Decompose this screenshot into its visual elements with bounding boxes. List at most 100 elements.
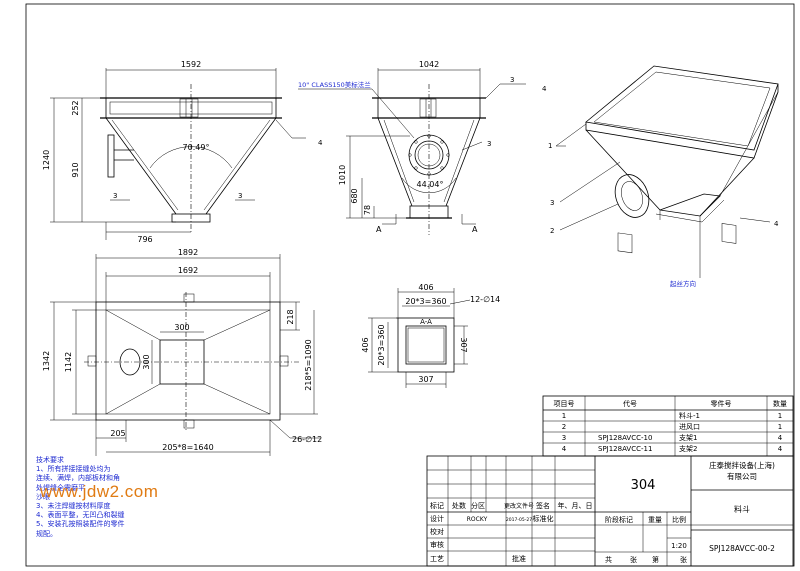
bom-header-part: 零件号 bbox=[711, 399, 732, 408]
plan-edge-205-dim: 205 bbox=[110, 429, 125, 438]
tb-row-label-zone: 分区 bbox=[471, 501, 485, 510]
side-view: 1042 10" CLASS150美标法兰 1010 680 78 44.04°… bbox=[298, 60, 547, 235]
bom-header-no: 项目号 bbox=[554, 400, 575, 408]
bom-row-3-part: 支架1 bbox=[679, 433, 697, 442]
front-weld-size: 4 bbox=[318, 139, 323, 147]
tb-date: 2017-05-27 bbox=[506, 517, 532, 523]
section-outer-width-dim: 406 bbox=[418, 283, 433, 292]
company-line-2: 有限公司 bbox=[727, 471, 757, 481]
iso-callout-3: 3 bbox=[550, 199, 554, 207]
section-title: A-A bbox=[420, 318, 432, 326]
bom-row-2-no: 2 bbox=[562, 423, 566, 431]
notes-line: 3、未注焊缝按材料厚度 bbox=[36, 502, 111, 511]
plan-holes-dim: 26-∅12 bbox=[292, 435, 322, 444]
bom-row-1-no: 1 bbox=[562, 412, 566, 420]
section-arrow-left: A bbox=[376, 225, 382, 234]
isometric-view: 1 3 2 4 起丝方向 bbox=[548, 65, 779, 288]
side-width-dim: 1042 bbox=[419, 60, 439, 69]
notes-line: 处焊缝全需磨平 bbox=[36, 483, 85, 492]
tb-weight-label: 重量 bbox=[648, 516, 662, 524]
plan-pitch-218-dim: 218*5=1090 bbox=[304, 339, 313, 390]
plan-edge-218-dim: 218 bbox=[286, 309, 295, 324]
bom-row-1-part: 料斗-1 bbox=[679, 411, 700, 420]
side-angle-dim: 44.04° bbox=[417, 180, 444, 189]
section-pitch-v-dim: 20*3=360 bbox=[377, 324, 386, 365]
tb-scale-label: 比例 bbox=[672, 515, 686, 524]
tb-std-label: 标准化 bbox=[533, 514, 554, 523]
plan-view: 1892 1692 1342 1142 300 300 218 218*5=10… bbox=[42, 248, 322, 456]
bom-row-2-part: 进风口 bbox=[679, 423, 700, 431]
tb-designer-label: 设计 bbox=[430, 514, 444, 523]
bom-row-1-qty: 1 bbox=[778, 412, 782, 420]
front-overall-height-dim: 1240 bbox=[42, 150, 51, 170]
tb-sheet-label-2: 张 bbox=[680, 555, 687, 564]
side-outlet-height-dim: 1010 bbox=[338, 165, 347, 185]
flange-label: 10" CLASS150美标法兰 bbox=[298, 80, 371, 89]
section-inner-v-dim: 307 bbox=[459, 337, 468, 352]
bom-row-2-qty: 1 bbox=[778, 423, 782, 431]
front-top-height-dim: 252 bbox=[71, 100, 80, 115]
bom-header-qty: 数量 bbox=[773, 399, 787, 408]
bom-row-4-part: 支架2 bbox=[679, 444, 697, 453]
bom-row-4-qty: 4 bbox=[778, 445, 783, 453]
tb-sheets-label: 共 bbox=[605, 555, 612, 564]
notes-line: 4、表面平整，无凹凸和裂缝 bbox=[36, 511, 125, 520]
iso-callout-2: 2 bbox=[550, 227, 554, 235]
front-view: 1592 1240 252 910 70.49° 4 3 3 796 bbox=[42, 60, 323, 244]
front-angle-dim: 70.49° bbox=[183, 143, 210, 152]
bom-table: 项目号 代号 零件号 数量 1 料斗-1 1 2 进风口 1 3 SPJ128A… bbox=[542, 395, 794, 457]
bom-row-4-no: 4 bbox=[562, 445, 567, 453]
tb-review-label: 审核 bbox=[430, 540, 444, 549]
notes-line: 规配。 bbox=[36, 529, 57, 538]
tb-row-label-file: 更改文件号 bbox=[504, 502, 534, 510]
company-line-1: 庄泰搅拌设备(上海) bbox=[709, 460, 775, 470]
front-bottom-dim: 796 bbox=[137, 235, 152, 244]
plan-pitch-205-dim: 205*8=1640 bbox=[162, 443, 213, 452]
drawing-number: SPJ128AVCC-00-2 bbox=[709, 544, 775, 553]
plan-outer-width-dim: 1892 bbox=[178, 248, 198, 257]
tb-sheet-label-1: 张 bbox=[630, 555, 637, 564]
material: 304 bbox=[631, 478, 656, 493]
section-arrow-right: A bbox=[472, 225, 478, 234]
section-holes-dim: 12-∅14 bbox=[470, 295, 500, 304]
notes-line: 沙眼 bbox=[36, 492, 50, 501]
iso-caption: 起丝方向 bbox=[670, 279, 696, 288]
notes-line: 连续、满焊，内部板材和角 bbox=[36, 474, 120, 483]
tb-approve-label: 批准 bbox=[512, 554, 526, 563]
section-pitch-h-dim: 20*3=360 bbox=[405, 297, 446, 306]
notes-line: 5、安装孔按照装配件的零件 bbox=[36, 520, 125, 529]
front-body-height-dim: 910 bbox=[71, 162, 80, 177]
section-inner-h-dim: 307 bbox=[418, 375, 433, 384]
tb-stage-label: 阶段标记 bbox=[605, 515, 633, 524]
title-block: 304 庄泰搅拌设备(上海) 有限公司 料斗 SPJ128AVCC-00-2 标… bbox=[426, 455, 794, 567]
iso-callout-1: 1 bbox=[548, 142, 552, 150]
side-base-height-dim: 78 bbox=[363, 205, 372, 215]
technical-notes: 技术要求 1、所有拼接接缝处均为 连续、满焊，内部板材和角 处焊缝全需磨平 沙眼… bbox=[36, 456, 174, 539]
watermark: www.jdw2.com bbox=[40, 482, 159, 501]
section-view: A-A 406 20*3=360 12-∅14 406 20*3=360 307… bbox=[361, 283, 500, 388]
side-callout-3: 3 bbox=[487, 140, 491, 148]
tb-scale: 1:20 bbox=[671, 542, 687, 550]
bom-row-3-no: 3 bbox=[562, 434, 566, 442]
tb-row-label-date: 年、月、日 bbox=[558, 501, 593, 510]
svg-text:3: 3 bbox=[510, 76, 514, 84]
plan-outer-height-dim: 1342 bbox=[42, 351, 51, 371]
plan-inner-width-dim: 1692 bbox=[178, 266, 198, 275]
notes-line: 1、所有拼接接缝处均为 bbox=[36, 465, 111, 474]
front-width-dim: 1592 bbox=[181, 60, 201, 69]
tb-designer: ROCKY bbox=[467, 516, 488, 523]
plan-hole-width-dim: 300 bbox=[174, 323, 189, 332]
part-name: 料斗 bbox=[734, 504, 750, 514]
front-weld-mark-right: 3 bbox=[238, 192, 242, 200]
section-outer-height-dim: 406 bbox=[361, 337, 370, 352]
bom-row-3-code: SPJ128AVCC-10 bbox=[598, 434, 652, 442]
drawing-frame bbox=[25, 3, 795, 567]
notes-title: 技术要求 bbox=[36, 456, 64, 464]
tb-process-label: 工艺 bbox=[430, 555, 444, 563]
side-weld-size: 4 bbox=[542, 85, 547, 93]
tb-row-label-sign: 签名 bbox=[536, 501, 550, 510]
tb-row-label-mark: 标记 bbox=[430, 501, 444, 510]
bom-header-code: 代号 bbox=[623, 399, 637, 408]
side-lower-height-dim: 680 bbox=[350, 188, 359, 203]
